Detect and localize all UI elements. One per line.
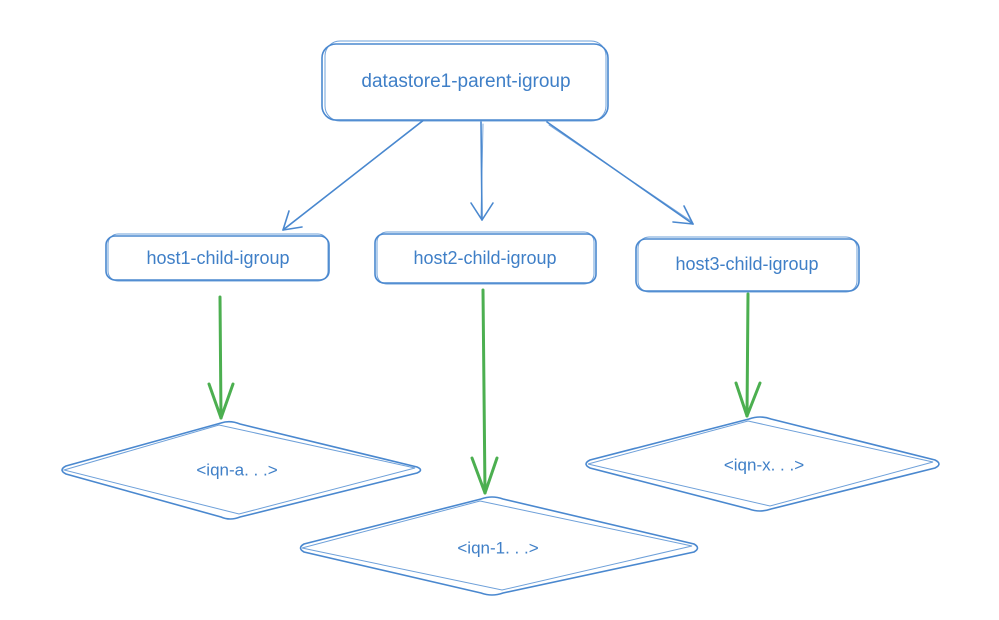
node-datastore1-parent-igroup[interactable]: datastore1-parent-igroup bbox=[321, 40, 609, 122]
edge-host1-to-iqn-a bbox=[207, 295, 235, 420]
edge-parent-to-host1 bbox=[282, 118, 426, 231]
node-iqn-1[interactable]: <iqn-1. . .> bbox=[299, 496, 699, 596]
node-label-host3: host3-child-igroup bbox=[675, 254, 818, 274]
node-host1-child-igroup[interactable]: host1-child-igroup bbox=[105, 233, 330, 282]
node-label-host2: host2-child-igroup bbox=[413, 248, 556, 268]
edge-parent-to-host2 bbox=[470, 121, 494, 221]
node-host2-child-igroup[interactable]: host2-child-igroup bbox=[374, 231, 597, 285]
node-label-host1: host1-child-igroup bbox=[146, 248, 289, 268]
edge-parent-to-host3 bbox=[546, 121, 694, 225]
node-label-iqn-1: <iqn-1. . .> bbox=[457, 538, 538, 557]
node-iqn-a[interactable]: <iqn-a. . .> bbox=[61, 420, 422, 520]
edge-host2-to-iqn-1 bbox=[470, 288, 499, 495]
node-host3-child-igroup[interactable]: host3-child-igroup bbox=[635, 236, 860, 293]
node-label-parent: datastore1-parent-igroup bbox=[361, 71, 570, 92]
node-label-iqn-a: <iqn-a. . .> bbox=[196, 460, 277, 479]
edge-host3-to-iqn-x bbox=[734, 292, 762, 418]
node-label-iqn-x: <iqn-x. . .> bbox=[724, 455, 804, 474]
node-iqn-x[interactable]: <iqn-x. . .> bbox=[585, 416, 940, 512]
